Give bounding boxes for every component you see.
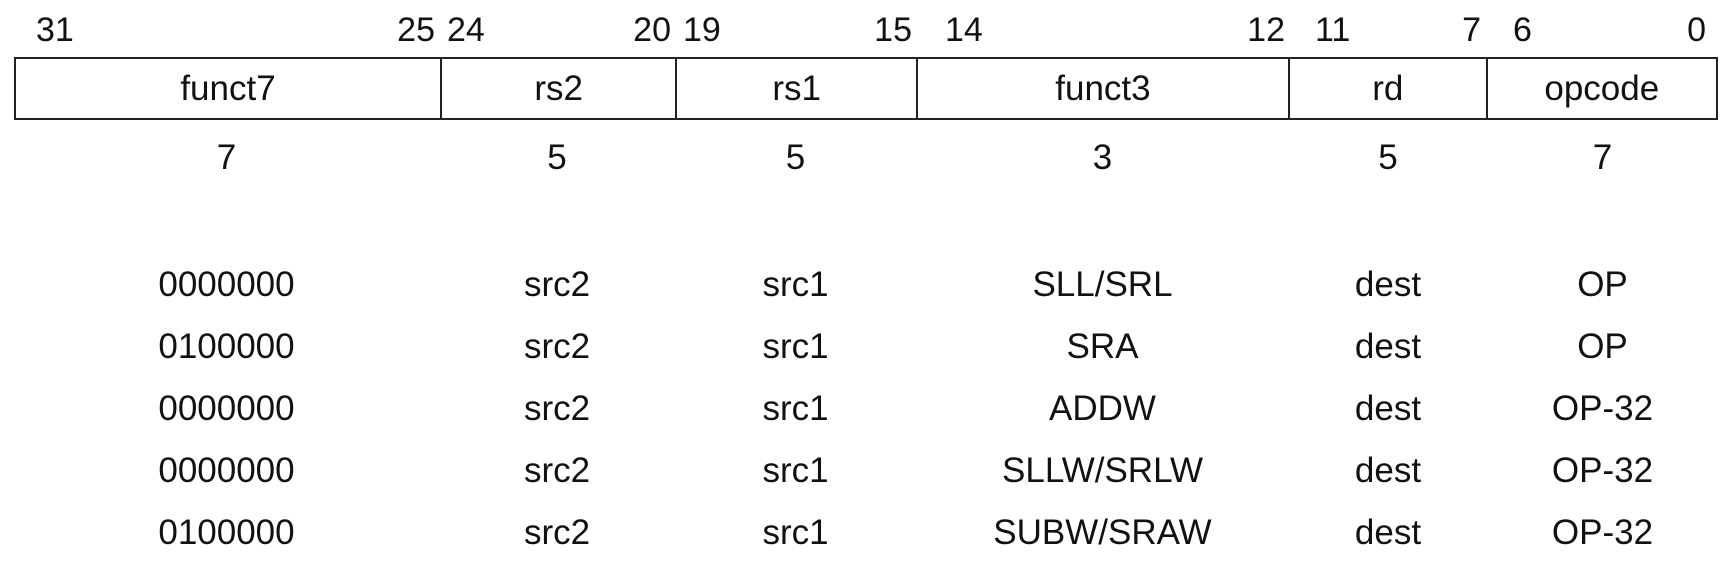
encoding-rs1: src1 <box>762 327 829 366</box>
field-funct3: funct3 <box>915 59 1288 118</box>
bit-range-funct7: 31 25 <box>14 8 439 52</box>
encoding-opcode: OP <box>1577 265 1628 304</box>
bit-range-funct3: 14 12 <box>916 8 1289 52</box>
bit-high-label: 6 <box>1513 10 1532 49</box>
encoding-rs1: src1 <box>762 389 829 428</box>
bit-high-label: 19 <box>683 10 721 49</box>
bit-low-label: 20 <box>633 10 671 49</box>
encoding-rd: dest <box>1354 513 1422 552</box>
bit-low-label: 15 <box>874 10 912 49</box>
encoding-funct7: 0000000 <box>158 265 295 304</box>
encoding-row: 0100000 src2 src1 SRA dest OP <box>14 316 1718 378</box>
field-box-row: funct7 rs2 rs1 funct3 rd opcode <box>14 57 1718 120</box>
encoding-funct7: 0100000 <box>158 327 295 366</box>
bit-high-label: 14 <box>945 10 983 49</box>
encoding-rd: dest <box>1354 327 1422 366</box>
encoding-rd: dest <box>1354 451 1422 490</box>
bit-range-rs2: 24 20 <box>439 8 675 52</box>
bit-range-rd: 11 7 <box>1289 8 1487 52</box>
encoding-funct3: SUBW/SRAW <box>993 513 1212 552</box>
encoding-row: 0000000 src2 src1 SLLW/SRLW dest OP-32 <box>14 440 1718 502</box>
width-funct7: 7 <box>216 138 237 177</box>
bit-low-label: 0 <box>1687 10 1706 49</box>
encoding-row: 0000000 src2 src1 SLL/SRL dest OP <box>14 254 1718 316</box>
bit-high-label: 24 <box>447 10 485 49</box>
bit-high-label: 11 <box>1315 10 1351 49</box>
encoding-rs2: src2 <box>523 513 591 552</box>
encoding-rs2: src2 <box>523 389 591 428</box>
bit-position-row: 31 25 24 20 19 15 14 12 11 7 6 0 <box>14 8 1718 52</box>
encoding-funct3: ADDW <box>1049 389 1156 428</box>
field-rs1: rs1 <box>675 59 915 118</box>
encoding-funct3: SLL/SRL <box>1032 265 1173 304</box>
encoding-rs1: src1 <box>762 513 829 552</box>
encoding-rs1: src1 <box>762 265 829 304</box>
encoding-funct7: 0000000 <box>158 389 295 428</box>
encoding-funct3: SLLW/SRLW <box>1002 451 1203 490</box>
bit-low-label: 7 <box>1462 10 1481 49</box>
width-rs1: 5 <box>785 138 806 177</box>
width-opcode: 7 <box>1592 138 1613 177</box>
encoding-opcode: OP-32 <box>1551 451 1654 490</box>
encoding-opcode: OP-32 <box>1551 513 1654 552</box>
encoding-rs1: src1 <box>762 451 829 490</box>
encoding-rs2: src2 <box>523 265 591 304</box>
field-funct7: funct7 <box>180 68 276 108</box>
bit-range-opcode: 6 0 <box>1487 8 1718 52</box>
field-rd: rd <box>1288 59 1486 118</box>
encoding-rd: dest <box>1354 389 1422 428</box>
bit-low-label: 12 <box>1247 10 1285 49</box>
field-rs2: rs2 <box>440 59 675 118</box>
bit-range-rs1: 19 15 <box>675 8 916 52</box>
encoding-rd: dest <box>1354 265 1422 304</box>
field-opcode: opcode <box>1485 59 1716 118</box>
bit-high-label: 31 <box>36 10 74 49</box>
encoding-opcode: OP <box>1577 327 1628 366</box>
encoding-row: 0000000 src2 src1 ADDW dest OP-32 <box>14 378 1718 440</box>
encoding-rs2: src2 <box>523 327 591 366</box>
encoding-funct7: 0000000 <box>158 451 295 490</box>
encoding-table: 0000000 src2 src1 SLL/SRL dest OP 010000… <box>14 254 1718 564</box>
bit-low-label: 25 <box>397 10 435 49</box>
width-rd: 5 <box>1378 138 1398 177</box>
encoding-funct7: 0100000 <box>158 513 295 552</box>
encoding-opcode: OP-32 <box>1551 389 1654 428</box>
encoding-funct3: SRA <box>1066 327 1139 366</box>
width-rs2: 5 <box>547 138 567 177</box>
encoding-rs2: src2 <box>523 451 591 490</box>
encoding-row: 0100000 src2 src1 SUBW/SRAW dest OP-32 <box>14 502 1718 564</box>
width-funct3: 3 <box>1092 138 1113 177</box>
field-width-row: 7 5 5 3 5 7 <box>14 136 1718 180</box>
